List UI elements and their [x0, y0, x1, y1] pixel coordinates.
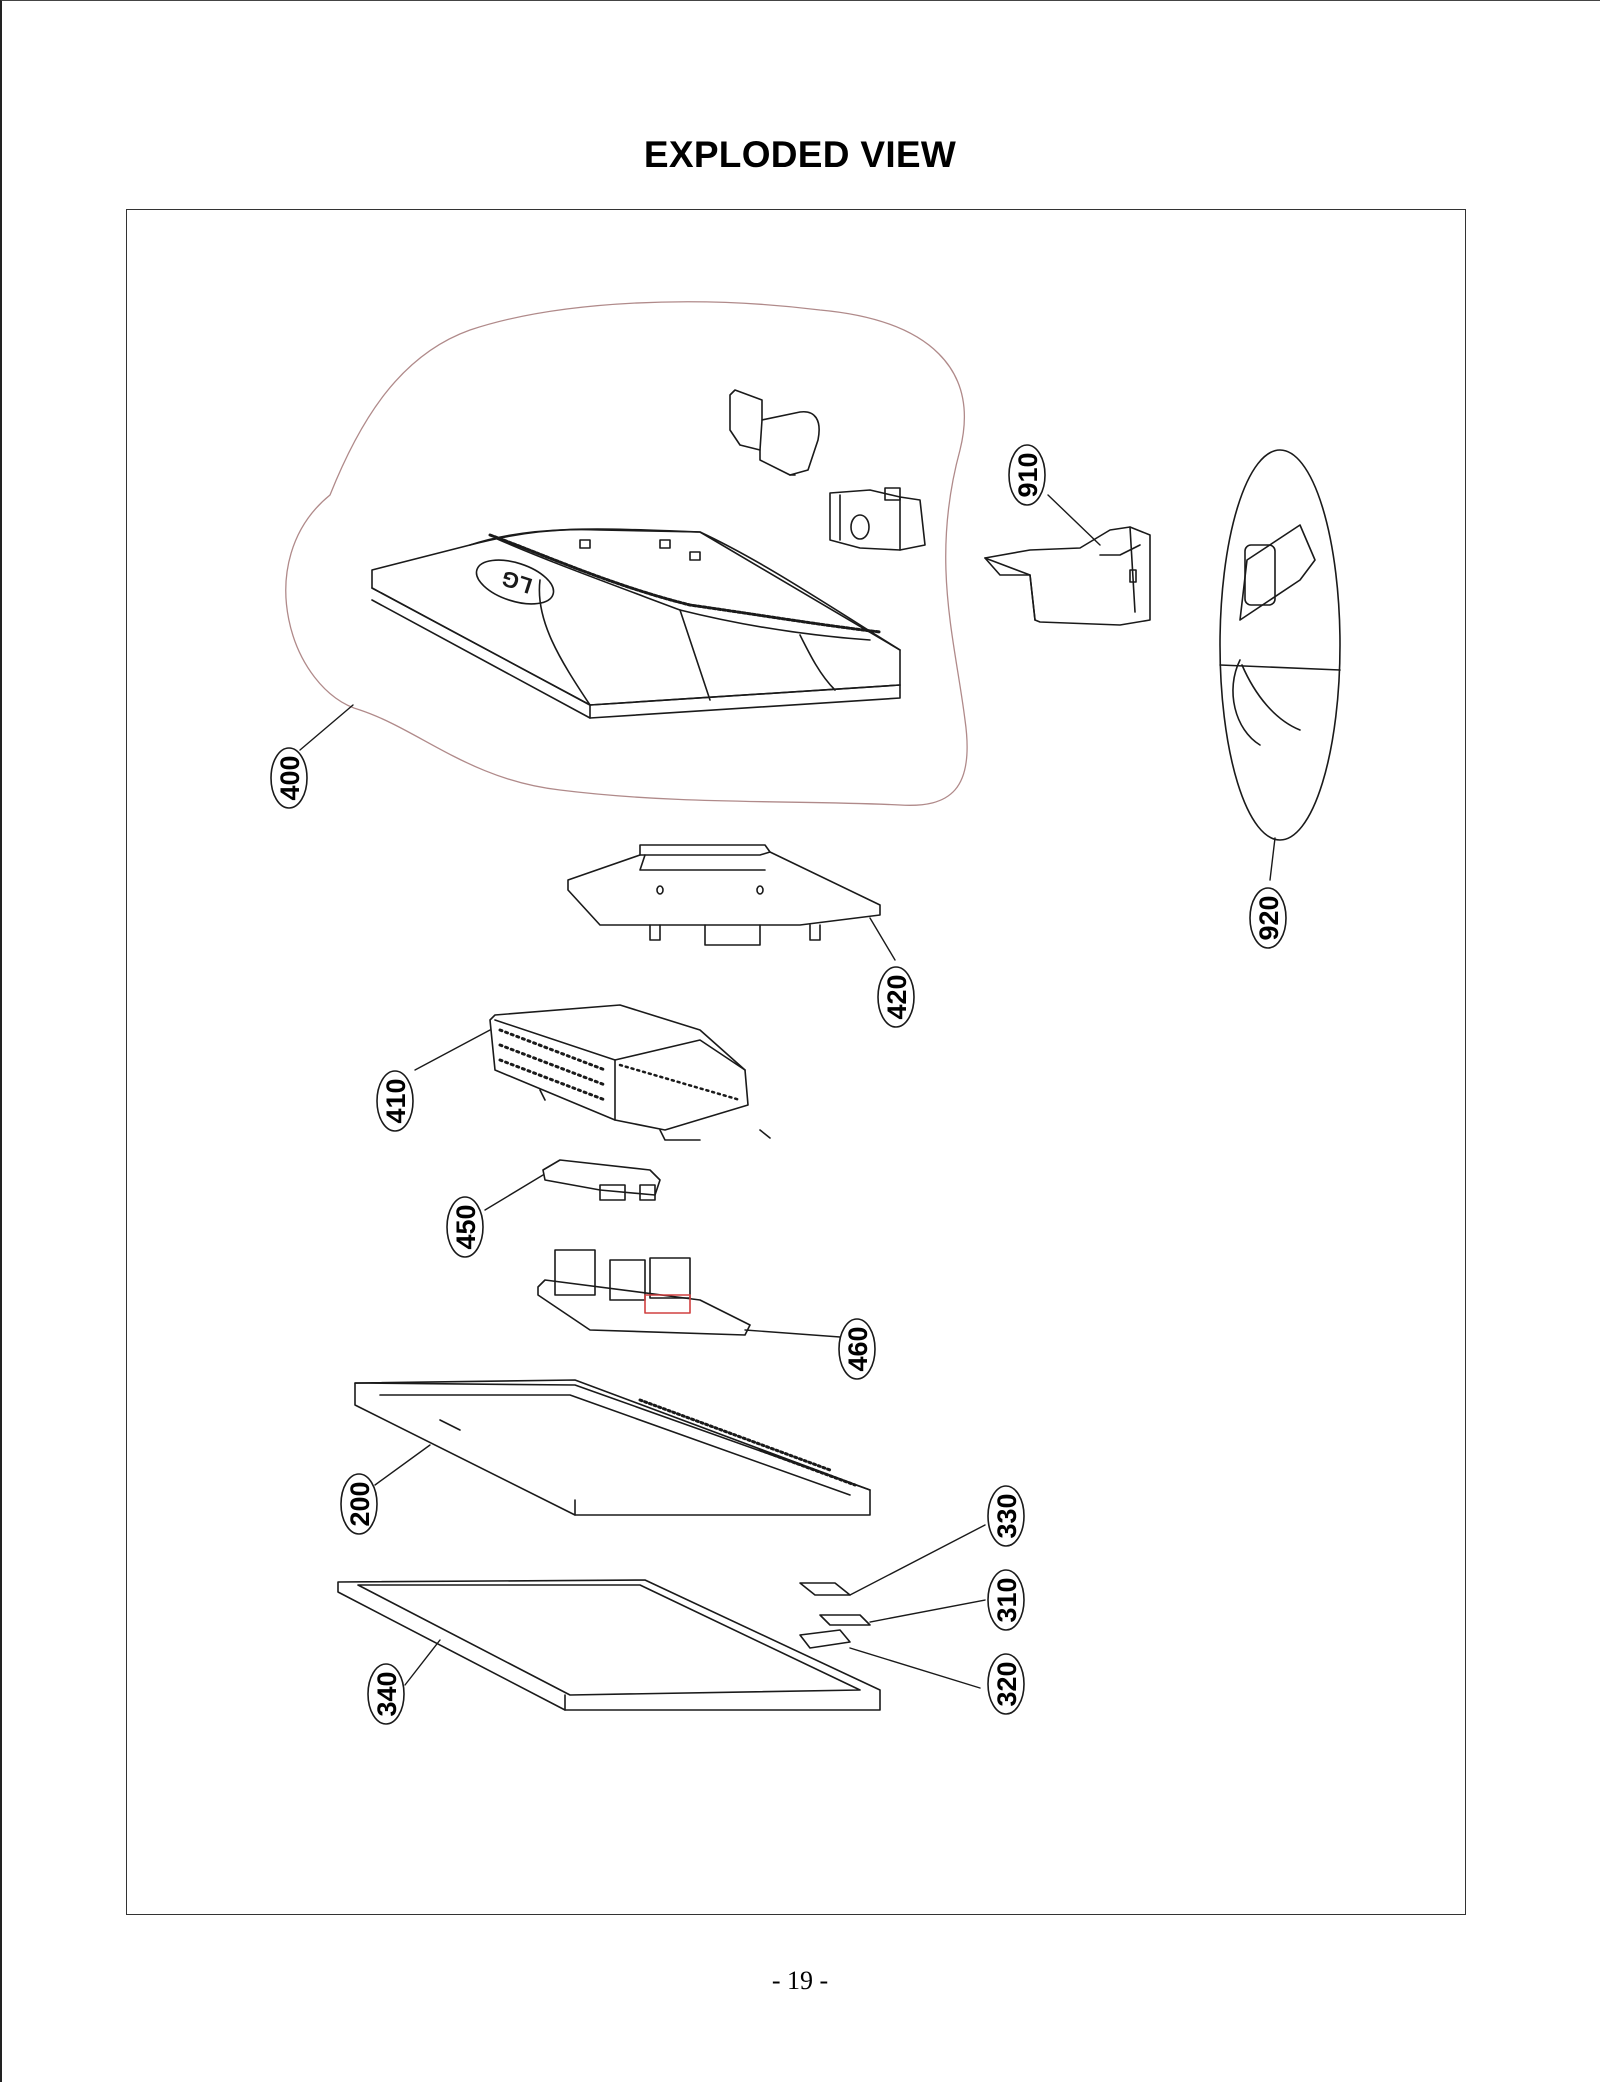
callout-400-label: 400 — [275, 755, 305, 800]
callout-910: 910 — [1008, 444, 1046, 506]
control-pcb-part — [799, 1629, 851, 1649]
callout-200: 200 — [340, 1473, 378, 1535]
callout-330: 330 — [987, 1485, 1025, 1547]
front-bezel-part — [337, 1579, 881, 1711]
shield-case-part — [489, 1004, 771, 1141]
back-cover-part: LG — [371, 528, 901, 719]
callout-320: 320 — [987, 1653, 1025, 1715]
callout-340: 340 — [367, 1663, 405, 1725]
leader-410 — [414, 1029, 491, 1071]
callout-920: 920 — [1249, 887, 1287, 949]
rear-bracket-part — [567, 844, 881, 946]
callout-310-label: 310 — [992, 1577, 1022, 1622]
callout-420-label: 420 — [882, 974, 912, 1019]
leader-450 — [484, 1174, 544, 1211]
callout-320-label: 320 — [992, 1661, 1022, 1706]
leader-420 — [869, 917, 896, 961]
small-cover-part — [799, 1582, 851, 1596]
back-cover-group-outline — [285, 301, 968, 806]
drawing-frame — [126, 209, 1466, 1915]
hinge-cover-part — [729, 389, 820, 476]
callout-410-label: 410 — [381, 1078, 411, 1123]
callout-910-label: 910 — [1013, 452, 1043, 497]
callout-450: 450 — [446, 1196, 484, 1258]
leader-200 — [374, 1444, 431, 1486]
callout-410: 410 — [376, 1070, 414, 1132]
callout-420: 420 — [877, 966, 915, 1028]
stand-neck-part — [984, 526, 1151, 626]
control-key-part — [819, 1614, 871, 1626]
callout-330-label: 330 — [992, 1493, 1022, 1538]
callouts: 400 910 920 420 410 450 — [270, 444, 1287, 1725]
power-pcb-part — [537, 1249, 751, 1336]
leader-lines — [299, 494, 1276, 1689]
leader-310 — [869, 1599, 986, 1623]
callout-310: 310 — [987, 1569, 1025, 1631]
small-pcb-part — [542, 1159, 661, 1201]
stand-base-part — [1219, 449, 1341, 841]
callout-460: 460 — [838, 1318, 876, 1380]
leader-320 — [849, 1647, 981, 1689]
leader-330 — [849, 1524, 986, 1596]
callout-920-label: 920 — [1254, 895, 1284, 940]
callout-450-label: 450 — [451, 1204, 481, 1249]
leader-400 — [299, 704, 354, 751]
lcd-panel-part — [354, 1379, 871, 1516]
page-title: EXPLODED VIEW — [643, 134, 957, 175]
leader-920 — [1269, 837, 1276, 881]
callout-400: 400 — [270, 747, 308, 809]
callout-200-label: 200 — [345, 1481, 375, 1526]
callout-340-label: 340 — [372, 1671, 402, 1716]
callout-460-label: 460 — [843, 1326, 873, 1371]
leader-460 — [744, 1329, 841, 1338]
page-number: - 19 - — [771, 1966, 829, 1995]
leader-340 — [404, 1639, 441, 1686]
leader-910 — [1047, 494, 1101, 546]
hinge-part — [829, 487, 926, 551]
